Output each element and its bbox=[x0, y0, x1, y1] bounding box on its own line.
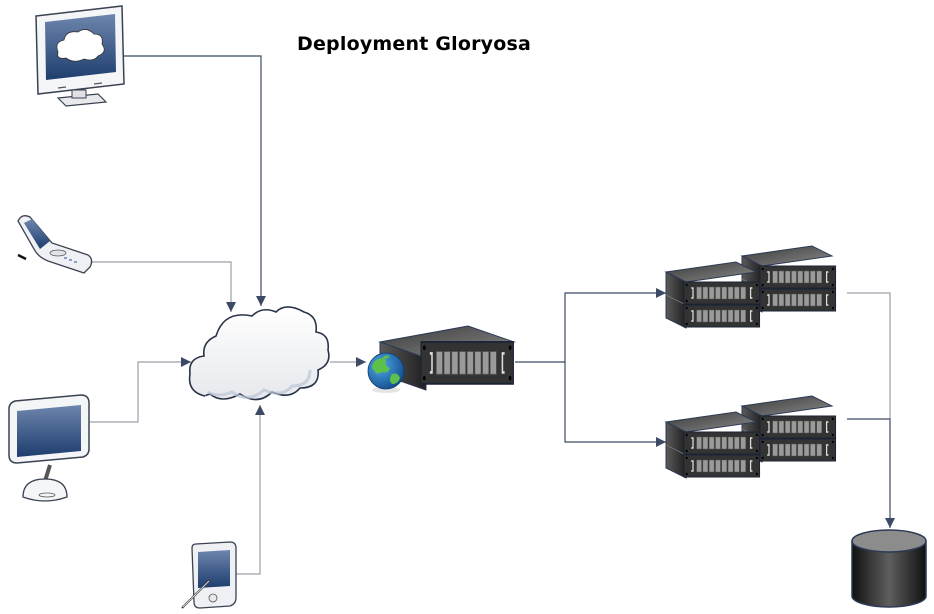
rack-server-cluster-icon[interactable] bbox=[666, 246, 836, 328]
imac-computer-icon[interactable] bbox=[8, 394, 90, 502]
rack-server-cluster-icon-2[interactable] bbox=[666, 396, 836, 478]
edge-webserver-to-cluster2 bbox=[564, 362, 666, 447]
edge-webserver-to-cluster1 bbox=[515, 288, 666, 363]
edge-cluster2-to-db bbox=[847, 418, 895, 528]
globe-icon bbox=[367, 352, 405, 390]
edge-phone-to-cloud bbox=[82, 261, 236, 312]
edge-imac-to-cloud bbox=[90, 357, 191, 423]
diagram-title: Deployment Gloryosa bbox=[297, 33, 532, 55]
web-server-globe-icon[interactable] bbox=[367, 325, 516, 393]
cloud-icon[interactable] bbox=[188, 306, 330, 401]
monitor-cloud-icon[interactable] bbox=[35, 5, 125, 107]
edge-monitor-to-cloud bbox=[124, 55, 266, 306]
edge-pda-to-cloud bbox=[232, 405, 265, 575]
pda-stylus-icon[interactable] bbox=[181, 541, 237, 609]
database-cylinder-icon[interactable] bbox=[851, 529, 927, 608]
connectors bbox=[82, 55, 895, 575]
edge-cluster1-to-db bbox=[847, 292, 891, 419]
mobile-phone-icon[interactable] bbox=[17, 215, 93, 274]
